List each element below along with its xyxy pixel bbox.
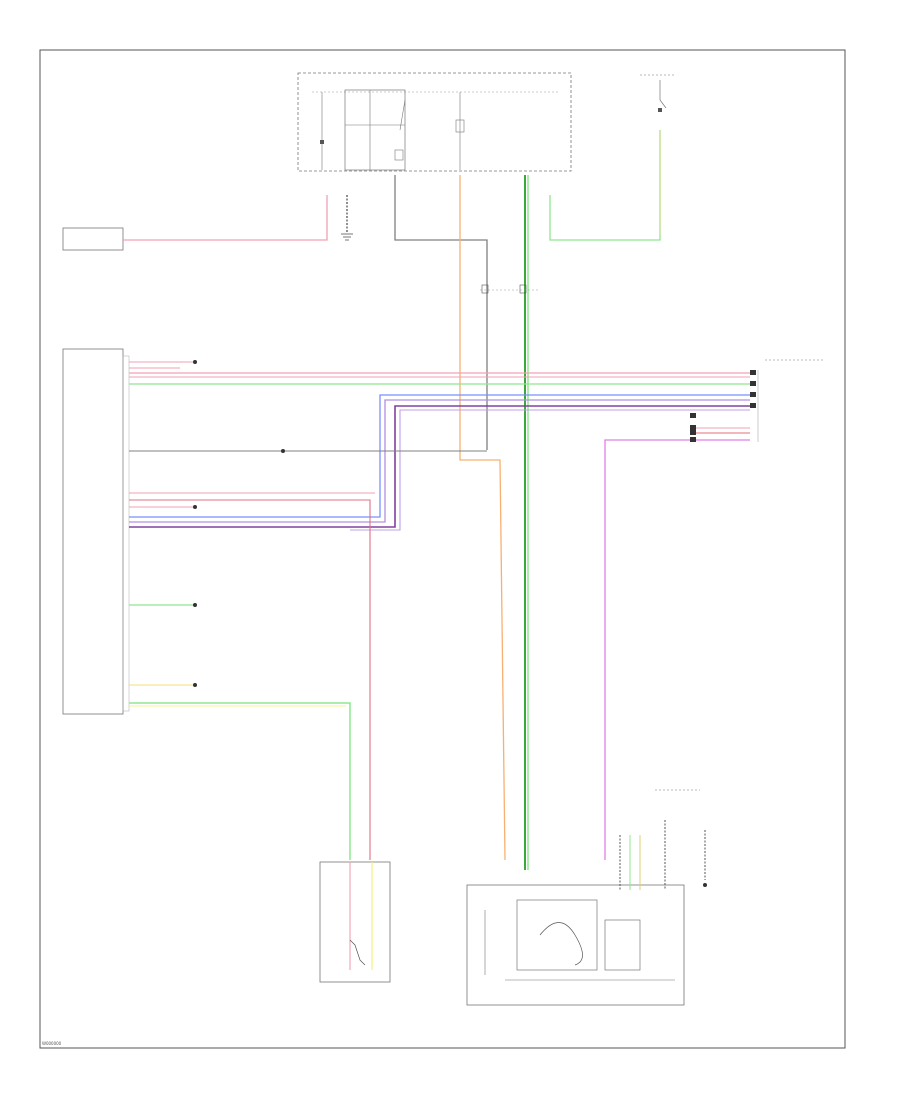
wire-purple-1	[350, 405, 750, 528]
fuse-relay-block	[297, 72, 572, 172]
right-connector-pins	[690, 370, 756, 442]
wire-magenta	[604, 439, 750, 860]
wire-red-down	[129, 499, 371, 860]
wire-violet-1	[350, 399, 750, 523]
left-module	[62, 348, 130, 715]
ground-symbol-top	[341, 195, 353, 241]
wire-pink-top	[123, 195, 328, 241]
wire-yellow-green	[129, 702, 351, 860]
top-right-sensor	[640, 74, 675, 112]
diagram-frame	[39, 49, 846, 1049]
wire-violet-2	[350, 409, 750, 531]
wire-green-top-right	[549, 130, 661, 241]
footer-code: W000000	[42, 1041, 62, 1046]
bottom-right-component	[466, 789, 707, 1006]
wire-gray-vertical	[394, 175, 488, 450]
splice-dot	[193, 360, 197, 364]
center-splice	[480, 284, 540, 294]
splice-dot	[193, 683, 197, 687]
right-connector	[757, 359, 825, 442]
splice-dot	[193, 505, 197, 509]
splice-dot	[193, 603, 197, 607]
splice-dot	[281, 449, 285, 453]
bottom-left-component	[319, 861, 391, 983]
wire-orange	[459, 175, 506, 861]
power-source-box	[62, 227, 124, 251]
wire-blue-1	[350, 394, 750, 518]
